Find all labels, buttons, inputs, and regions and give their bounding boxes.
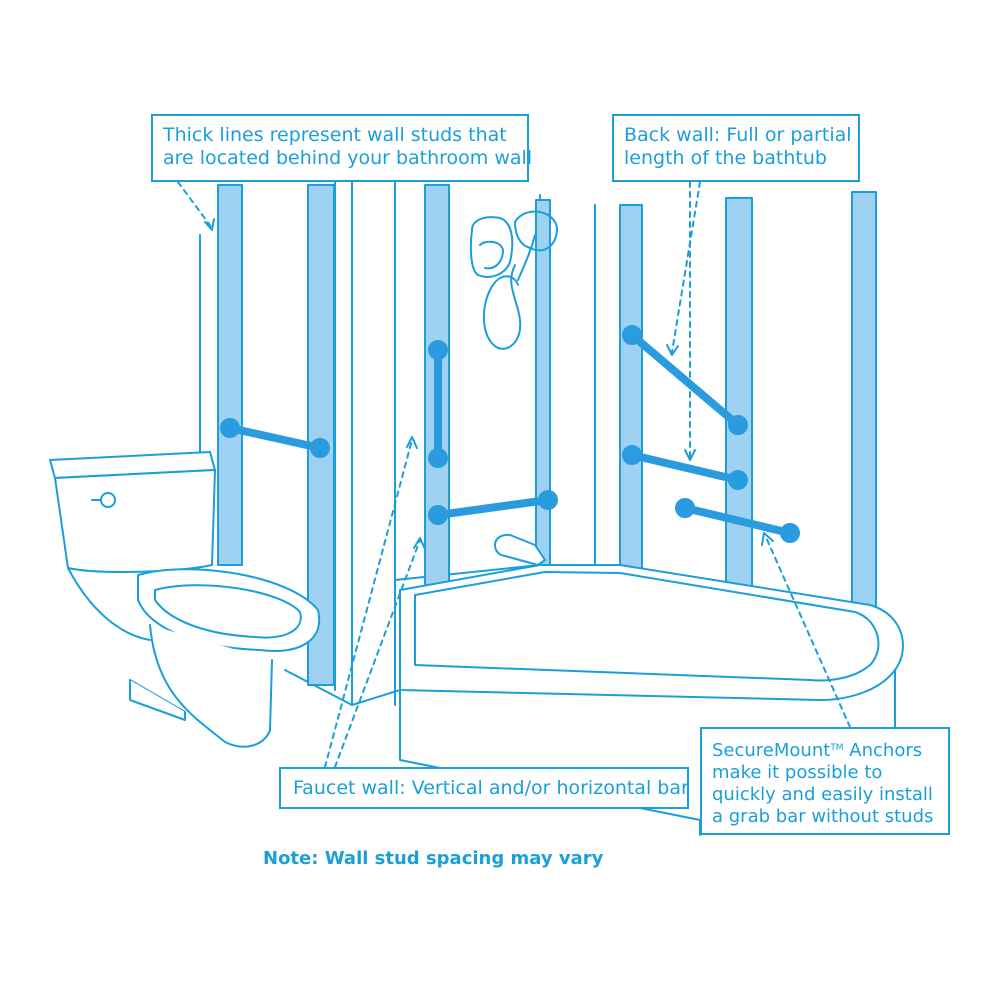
grab-bars bbox=[220, 325, 800, 543]
callout-anchors-line4: a grab bar without studs bbox=[712, 806, 934, 827]
arrow-back-1 bbox=[671, 181, 701, 353]
callout-anchors-line2: make it possible to bbox=[712, 762, 883, 783]
callout-back-line2: length of the bathtub bbox=[624, 147, 827, 169]
callout-anchors-line1: SecureMountTM Anchors bbox=[712, 737, 938, 762]
callout-back-wall: Back wall: Full or partial length of the… bbox=[612, 114, 860, 182]
stud-5 bbox=[619, 204, 643, 576]
stud-2 bbox=[307, 184, 335, 686]
callout-faucet-wall: Faucet wall: Vertical and/or horizontal … bbox=[279, 767, 689, 809]
arrow-anchor bbox=[764, 534, 851, 728]
leader-arrows bbox=[177, 181, 851, 768]
callout-back-line1: Back wall: Full or partial bbox=[624, 124, 852, 146]
wall-studs bbox=[217, 184, 877, 686]
callout-securemount-anchors: SecureMountTM Anchors make it possible t… bbox=[700, 727, 950, 835]
callout-studs-line1: Thick lines represent wall studs that bbox=[163, 124, 507, 146]
brand-name: SecureMount bbox=[712, 740, 831, 761]
bathtub bbox=[399, 564, 904, 836]
grab-bar-back-diagonal bbox=[622, 325, 748, 435]
grab-bar-faucet-horizontal bbox=[428, 490, 558, 525]
grab-bar-faucet-vertical bbox=[428, 340, 448, 468]
grab-bar-left bbox=[220, 418, 330, 458]
arrow-faucet-2 bbox=[334, 539, 421, 768]
arrow-faucet-1 bbox=[324, 439, 413, 768]
anchors-word: Anchors bbox=[843, 740, 923, 761]
trademark-mark: TM bbox=[830, 743, 844, 753]
stud-spacing-note: Note: Wall stud spacing may vary bbox=[263, 848, 604, 869]
arrow-heads bbox=[204, 218, 774, 550]
callout-wall-studs: Thick lines represent wall studs that ar… bbox=[151, 114, 533, 182]
callout-anchors-line3: quickly and easily install bbox=[712, 784, 933, 805]
stud-4 bbox=[535, 199, 551, 581]
stud-7 bbox=[851, 191, 877, 623]
grab-bar-back-horizontal bbox=[622, 445, 748, 490]
grab-bar-anchored bbox=[675, 498, 800, 543]
shower-head bbox=[469, 210, 558, 350]
faucet-spout bbox=[494, 533, 546, 566]
callout-faucet-line1: Faucet wall: Vertical and/or horizontal … bbox=[293, 777, 689, 799]
toilet bbox=[49, 451, 321, 748]
callout-studs-line2: are located behind your bathroom wall bbox=[163, 147, 533, 169]
stud-6 bbox=[725, 197, 753, 594]
arrow-studs bbox=[177, 181, 213, 229]
stud-1 bbox=[217, 184, 243, 566]
